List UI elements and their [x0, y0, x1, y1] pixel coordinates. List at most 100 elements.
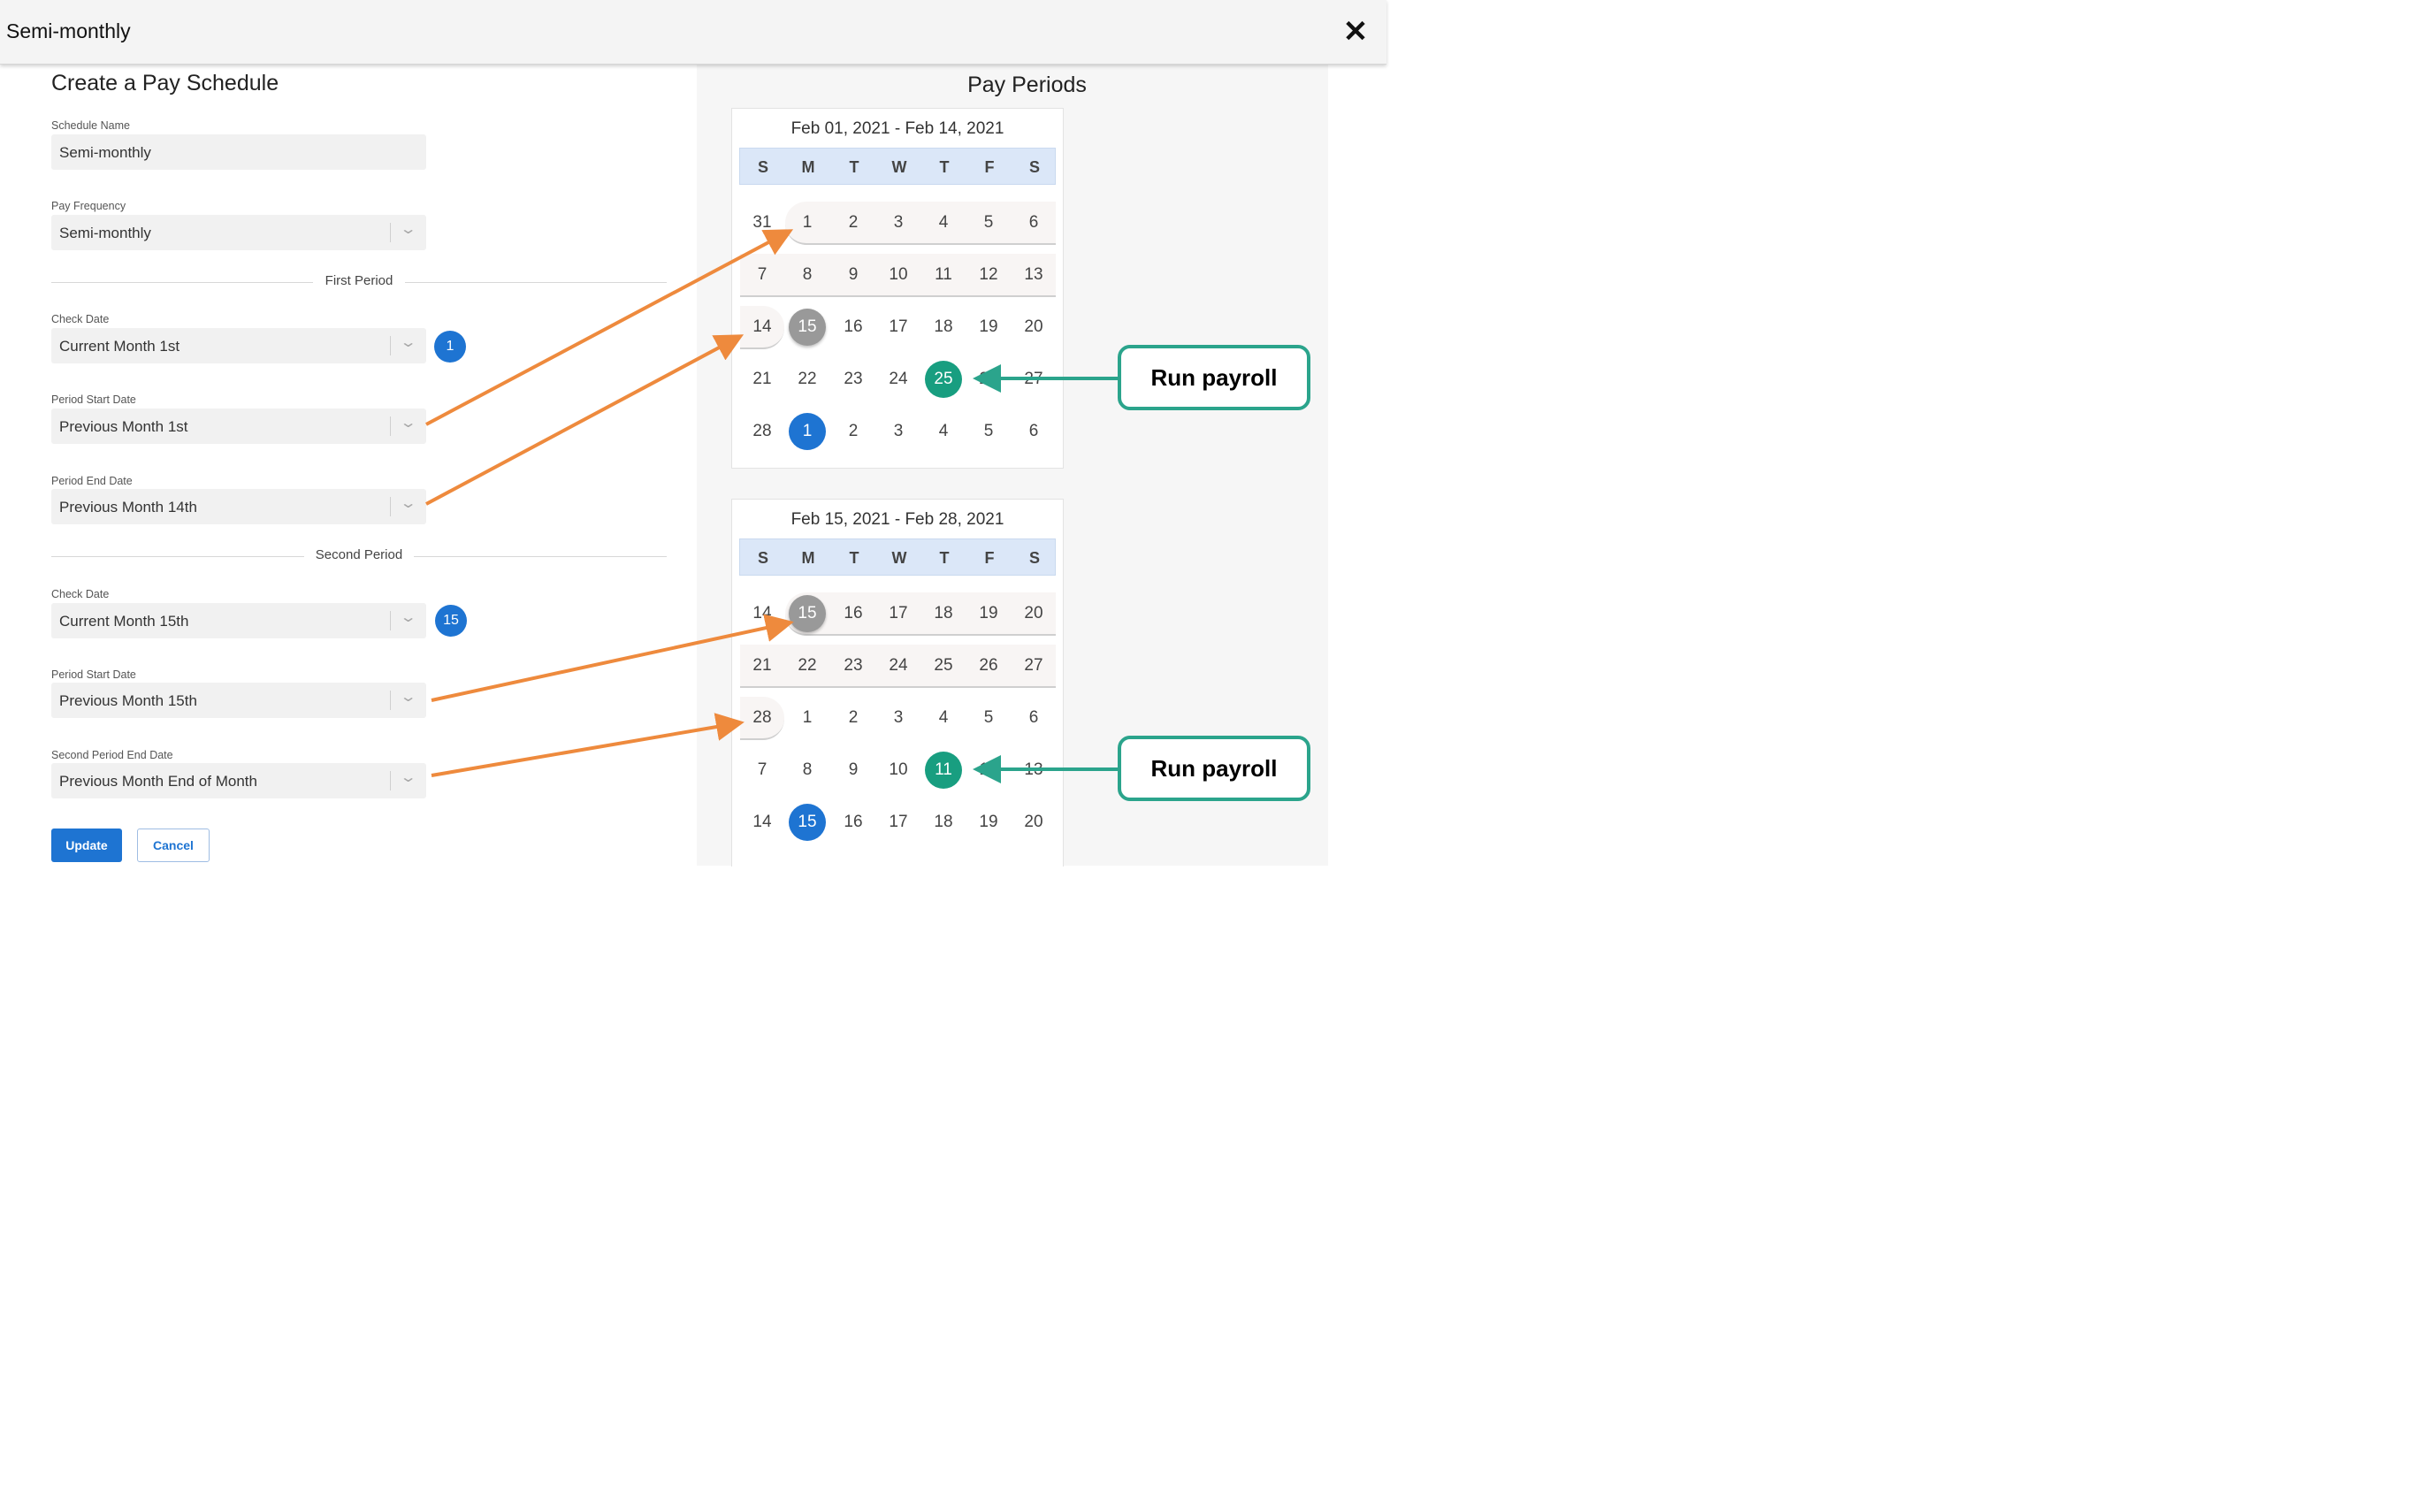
calendar-day[interactable]: 6 — [1028, 708, 1039, 727]
pay-frequency-select[interactable]: Semi-monthly ⌄ — [51, 215, 426, 250]
schedule-name-input[interactable]: Semi-monthly — [51, 134, 426, 170]
calendar-day[interactable]: 18 — [934, 813, 953, 831]
calendar-day[interactable]: 19 — [979, 813, 998, 831]
calendar-day[interactable]: 1 — [802, 213, 813, 232]
chevron-down-icon[interactable]: ⌄ — [399, 222, 417, 237]
calendar-day[interactable]: 7 — [757, 760, 768, 779]
calendar-day[interactable]: 4 — [938, 422, 949, 440]
chevron-down-icon[interactable]: ⌄ — [399, 690, 417, 705]
calendar-day-green[interactable]: 11 — [925, 752, 962, 789]
calendar-day[interactable]: 21 — [752, 656, 772, 675]
arrow-end-second-period — [431, 713, 745, 777]
chevron-down-icon[interactable]: ⌄ — [399, 610, 417, 625]
calendar-day-green[interactable]: 25 — [925, 361, 962, 398]
calendar-day[interactable]: 14 — [752, 604, 772, 622]
calendar-day[interactable]: 2 — [848, 422, 859, 440]
chevron-down-icon[interactable]: ⌄ — [399, 770, 417, 785]
calendar-day[interactable]: 14 — [752, 813, 772, 831]
calendar-day[interactable]: 16 — [844, 317, 863, 336]
update-button[interactable]: Update — [51, 829, 122, 862]
calendar-day[interactable]: 5 — [983, 213, 994, 232]
calendar-day[interactable]: 17 — [889, 813, 908, 831]
calendar-day[interactable]: 3 — [893, 708, 904, 727]
calendar-day[interactable]: 12 — [979, 760, 998, 779]
calendar-day[interactable]: 27 — [1024, 656, 1043, 675]
calendar-day[interactable]: 18 — [934, 604, 953, 622]
schedule-name-value: Semi-monthly — [59, 144, 151, 161]
calendar-day[interactable]: 10 — [889, 760, 908, 779]
calendar-day[interactable]: 23 — [844, 656, 863, 675]
calendar-day[interactable]: 28 — [752, 708, 772, 727]
calendar-day[interactable]: 7 — [757, 265, 768, 284]
calendar-day[interactable]: 6 — [1028, 213, 1039, 232]
calendar-day[interactable]: 4 — [938, 213, 949, 232]
calendar-day[interactable]: 18 — [934, 317, 953, 336]
calendar-day[interactable]: 11 — [935, 265, 952, 284]
calendar-day[interactable]: 3 — [893, 422, 904, 440]
chevron-down-icon[interactable]: ⌄ — [399, 335, 417, 350]
first-check-date-select[interactable]: Current Month 1st ⌄ — [51, 328, 426, 363]
calendar-day-blue[interactable]: 1 — [789, 413, 826, 450]
calendar-day[interactable]: 9 — [848, 760, 859, 779]
second-check-date-select[interactable]: Current Month 15th ⌄ — [51, 603, 426, 638]
cancel-button[interactable]: Cancel — [137, 829, 210, 862]
calendar-day[interactable]: 26 — [979, 656, 998, 675]
calendar-day[interactable]: 25 — [934, 656, 953, 675]
calendar-day[interactable]: 31 — [752, 213, 772, 232]
calendar-day[interactable]: 19 — [979, 604, 998, 622]
calendar-day[interactable]: 13 — [1024, 760, 1043, 779]
select-separator — [390, 336, 391, 355]
period-start-label: Period Start Date — [51, 668, 136, 681]
select-separator — [390, 223, 391, 242]
first-period-start-select[interactable]: Previous Month 1st ⌄ — [51, 409, 426, 444]
calendar-day[interactable]: 2 — [848, 213, 859, 232]
close-icon[interactable]: ✕ — [1342, 15, 1369, 49]
calendar-day[interactable]: 28 — [752, 422, 772, 440]
calendar-day[interactable]: 10 — [889, 265, 908, 284]
second-period-end-select[interactable]: Previous Month End of Month ⌄ — [51, 763, 426, 798]
calendar-day[interactable]: 22 — [798, 656, 817, 675]
calendar-day[interactable]: 19 — [979, 317, 998, 336]
pay-frequency-label: Pay Frequency — [51, 200, 126, 212]
calendar-day[interactable]: 2 — [848, 708, 859, 727]
divider — [51, 556, 304, 557]
calendar-day[interactable]: 4 — [938, 708, 949, 727]
calendar-day[interactable]: 23 — [844, 370, 863, 388]
second-check-day-badge: 15 — [435, 605, 467, 637]
calendar-day[interactable]: 13 — [1024, 265, 1043, 284]
calendar-day[interactable]: 8 — [802, 760, 813, 779]
second-period-start-select[interactable]: Previous Month 15th ⌄ — [51, 683, 426, 718]
weekday-label: M — [801, 158, 815, 176]
calendar-day-blue[interactable]: 15 — [789, 804, 826, 841]
calendar-day-gray[interactable]: 15 — [789, 309, 826, 346]
calendar-day[interactable]: 27 — [1024, 370, 1043, 388]
calendar-day[interactable]: 12 — [979, 265, 998, 284]
calendar-day[interactable]: 22 — [798, 370, 817, 388]
calendar-day[interactable]: 17 — [889, 317, 908, 336]
calendar-day[interactable]: 3 — [893, 213, 904, 232]
calendar-day-gray[interactable]: 15 — [789, 595, 826, 632]
calendar-day[interactable]: 24 — [889, 656, 908, 675]
calendar-day[interactable]: 20 — [1024, 317, 1043, 336]
calendar-day[interactable]: 5 — [983, 422, 994, 440]
calendar-day[interactable]: 14 — [752, 317, 772, 336]
arrow-end-first-period — [425, 334, 745, 506]
calendar-day[interactable]: 20 — [1024, 813, 1043, 831]
calendar-day[interactable]: 9 — [848, 265, 859, 284]
calendar-day[interactable]: 8 — [802, 265, 813, 284]
calendar-day[interactable]: 26 — [979, 370, 998, 388]
chevron-down-icon[interactable]: ⌄ — [399, 496, 417, 511]
divider — [405, 282, 667, 283]
first-period-end-select[interactable]: Previous Month 14th ⌄ — [51, 489, 426, 524]
calendar-day[interactable]: 16 — [844, 813, 863, 831]
calendar-day[interactable]: 5 — [983, 708, 994, 727]
calendar-day[interactable]: 6 — [1028, 422, 1039, 440]
weekday-label: F — [984, 158, 995, 176]
chevron-down-icon[interactable]: ⌄ — [399, 416, 417, 431]
calendar-day[interactable]: 1 — [802, 708, 813, 727]
calendar-day[interactable]: 24 — [889, 370, 908, 388]
calendar-day[interactable]: 20 — [1024, 604, 1043, 622]
calendar-day[interactable]: 17 — [889, 604, 908, 622]
calendar-day[interactable]: 16 — [844, 604, 863, 622]
calendar-day[interactable]: 21 — [752, 370, 772, 388]
